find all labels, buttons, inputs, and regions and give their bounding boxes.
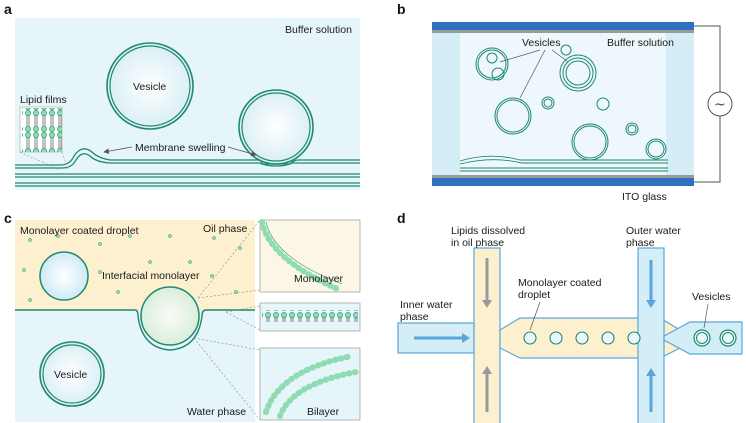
panel-a: a Buffer solution Vesicle	[4, 1, 360, 190]
membrane-swelling-label: Membrane swelling	[135, 142, 226, 154]
inner-flow-arrowhead	[462, 333, 470, 343]
lipid-film-b	[459, 155, 668, 172]
vesicle-large	[106, 42, 194, 130]
ito-coating-top	[432, 30, 694, 33]
vesicle-label: Vesicle	[133, 81, 166, 93]
panel-b-letter: b	[397, 1, 406, 17]
droplet-label-line2: droplet	[518, 289, 550, 301]
oil-lipid-dots	[22, 234, 242, 302]
outer-flow-arrowhead-down	[646, 300, 656, 308]
inset-bilayer	[259, 347, 361, 421]
panel-c-letter: c	[4, 210, 12, 226]
lipids-label-line2: in oil phase	[451, 237, 504, 249]
crossing-droplet	[140, 286, 200, 346]
droplets-d	[523, 331, 641, 345]
interface-line	[15, 309, 255, 351]
vesicles-pointer-d	[703, 303, 709, 329]
spacer-left	[432, 30, 460, 178]
outer-water-label-line2: phase	[626, 237, 655, 249]
panel-a-letter: a	[4, 1, 12, 17]
vesicle-label-c: Vesicle	[54, 369, 87, 381]
oil-phase-label: Oil phase	[203, 223, 248, 235]
ito-coating-bottom	[432, 175, 694, 178]
droplet-label-line1: Monolayer coated	[518, 277, 602, 289]
water-phase-label: Water phase	[187, 406, 246, 418]
inner-water-label-line1: Inner water	[400, 299, 453, 311]
swelling-arrow-left	[103, 146, 133, 154]
oil-flow-arrowhead-up	[482, 366, 492, 374]
buffer-solution-label-b: Buffer solution	[607, 37, 674, 49]
panel-d-letter: d	[397, 210, 406, 226]
swelling-arrow-right	[227, 146, 257, 157]
lipid-film-inset	[19, 106, 69, 171]
bilayer-label: Bilayer	[307, 406, 340, 418]
oil-flow-arrowhead-down	[482, 300, 492, 308]
vesicles-pointer-3	[551, 49, 569, 63]
vesicle-c	[39, 341, 105, 407]
inset-monolayer	[259, 219, 361, 293]
vesicles-d	[693, 329, 737, 347]
interfacial-monolayer-label: Interfacial monolayer	[102, 270, 200, 282]
zoom-lines	[193, 219, 261, 421]
ac-symbol: ~	[714, 97, 726, 113]
ac-source-icon	[707, 91, 733, 117]
vesicles-label-b: Vesicles	[522, 37, 561, 49]
monolayer-label: Monolayer	[294, 273, 344, 285]
vesicles-label-d: Vesicles	[692, 291, 731, 303]
panel-b-chamber	[432, 28, 694, 178]
monolayer-droplet-c	[39, 251, 89, 301]
inset-interface	[259, 302, 361, 332]
lipids-label-line1: Lipids dissolved	[451, 225, 525, 237]
inner-water-label-line2: phase	[400, 311, 429, 323]
wire-top	[694, 25, 721, 92]
panel-d: d	[397, 210, 743, 423]
buffer-solution-label: Buffer solution	[285, 24, 352, 36]
panel-c: c Monolayer coated droplet Oil phase	[4, 210, 361, 422]
wire-bottom	[694, 116, 721, 183]
vesicles-b	[475, 44, 667, 161]
ito-glass-label: ITO glass	[622, 191, 667, 203]
outer-water-label-line1: Outer water	[626, 225, 681, 237]
outer-flow-arrowhead-up	[646, 368, 656, 376]
monolayer-droplet-label: Monolayer coated droplet	[20, 225, 139, 237]
lipid-films-label: Lipid films	[20, 94, 67, 106]
panel-b: b ~	[397, 1, 733, 203]
spacer-right	[666, 30, 694, 178]
vesicles-pointer-2	[519, 49, 546, 99]
lipid-films	[15, 148, 360, 187]
ito-glass-top	[432, 22, 694, 30]
vesicles-pointer-1	[499, 49, 541, 63]
ito-glass-bottom	[432, 178, 694, 186]
droplet-pointer	[529, 301, 541, 331]
